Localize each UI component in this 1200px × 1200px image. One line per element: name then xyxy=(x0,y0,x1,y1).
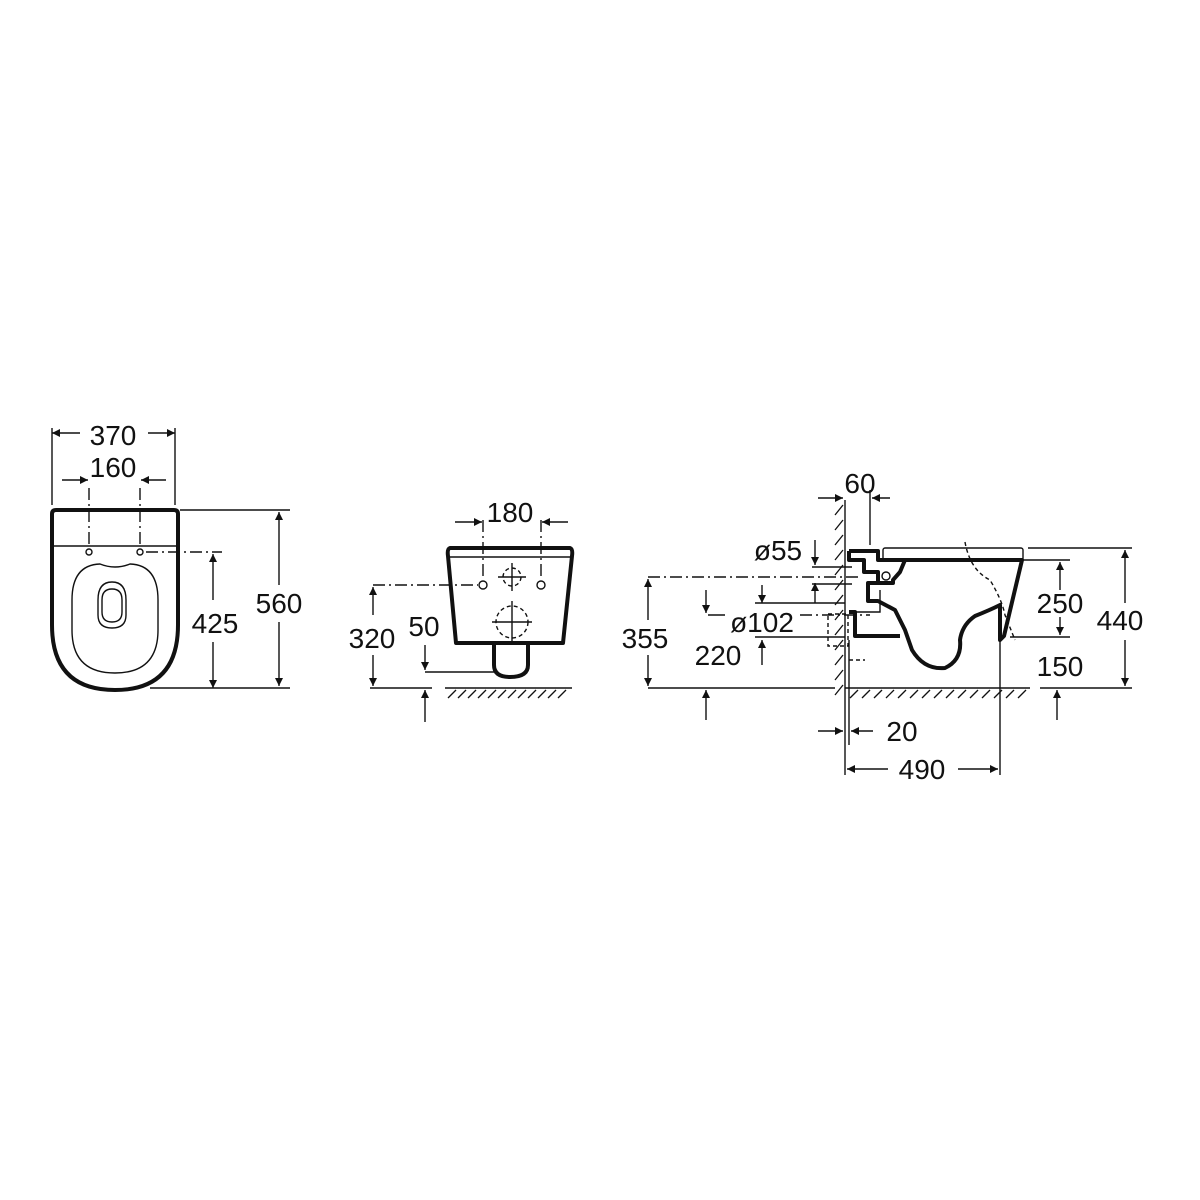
floor-hatch xyxy=(447,689,567,699)
dim-250: 250 xyxy=(1037,588,1084,619)
seat-inner-outline xyxy=(71,563,159,674)
toilet-outline-top xyxy=(50,508,180,692)
dim-560: 560 xyxy=(256,588,303,619)
wall-hatch xyxy=(834,504,844,696)
dim-outlet-diameter: ø102 xyxy=(730,607,794,638)
dim-355: 355 xyxy=(622,623,669,654)
hinge-pin xyxy=(881,571,891,581)
fixing-hole-right xyxy=(136,548,144,556)
bowl-outlet xyxy=(97,581,127,629)
dim-60: 60 xyxy=(844,468,875,499)
side-view: 60 ø55 355 220 ø102 250 xyxy=(622,468,1144,785)
dim-370: 370 xyxy=(90,420,137,451)
dim-50: 50 xyxy=(408,611,439,642)
dim-490: 490 xyxy=(899,754,946,785)
front-view: 180 320 50 xyxy=(349,497,575,722)
dim-180: 180 xyxy=(487,497,534,528)
outlet-pipe-hidden xyxy=(827,613,849,647)
fixing-hole-left xyxy=(478,580,488,590)
dim-425: 425 xyxy=(192,608,239,639)
top-view: 370 160 425 560 xyxy=(50,420,303,692)
dim-440: 440 xyxy=(1097,605,1144,636)
toilet-body-side xyxy=(849,549,1024,671)
outlet-pipe-front xyxy=(492,643,530,679)
fixing-hole-right xyxy=(536,580,546,590)
fixing-hole-left xyxy=(85,548,93,556)
toilet-outline-front xyxy=(445,546,575,645)
floor-hatch xyxy=(849,689,1027,699)
dim-320: 320 xyxy=(349,623,396,654)
dim-220: 220 xyxy=(695,640,742,671)
dim-150: 150 xyxy=(1037,651,1084,682)
dim-20: 20 xyxy=(886,716,917,747)
dim-inlet-diameter: ø55 xyxy=(754,535,802,566)
dim-160: 160 xyxy=(90,452,137,483)
